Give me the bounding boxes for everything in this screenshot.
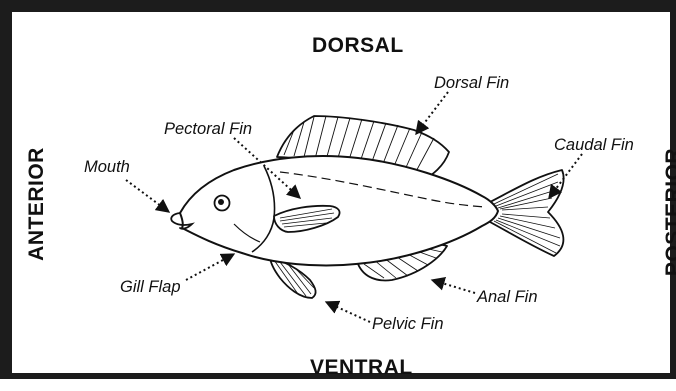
label-mouth: Mouth: [84, 158, 130, 177]
direction-posterior: POSTERIOR: [662, 148, 676, 276]
label-anal-fin: Anal Fin: [477, 288, 538, 307]
direction-anterior: ANTERIOR: [25, 147, 49, 261]
label-gill-flap: Gill Flap: [120, 278, 181, 297]
direction-ventral: VENTRAL: [310, 356, 413, 380]
direction-dorsal: DORSAL: [312, 34, 404, 58]
arrow-pelvic-fin: [326, 302, 370, 322]
arrow-gill-flap: [186, 254, 234, 280]
pupil: [218, 199, 224, 205]
fish-illustration: [12, 12, 676, 391]
label-pelvic-fin: Pelvic Fin: [372, 315, 444, 334]
diagram-frame: DORSAL VENTRAL ANTERIOR POSTERIOR Dorsal…: [0, 0, 676, 379]
arrow-dorsal-fin: [416, 92, 448, 134]
label-caudal-fin: Caudal Fin: [554, 136, 634, 155]
label-dorsal-fin: Dorsal Fin: [434, 74, 509, 93]
arrow-mouth: [126, 180, 169, 212]
label-pectoral-fin: Pectoral Fin: [164, 120, 252, 139]
arrow-anal-fin: [432, 280, 475, 293]
